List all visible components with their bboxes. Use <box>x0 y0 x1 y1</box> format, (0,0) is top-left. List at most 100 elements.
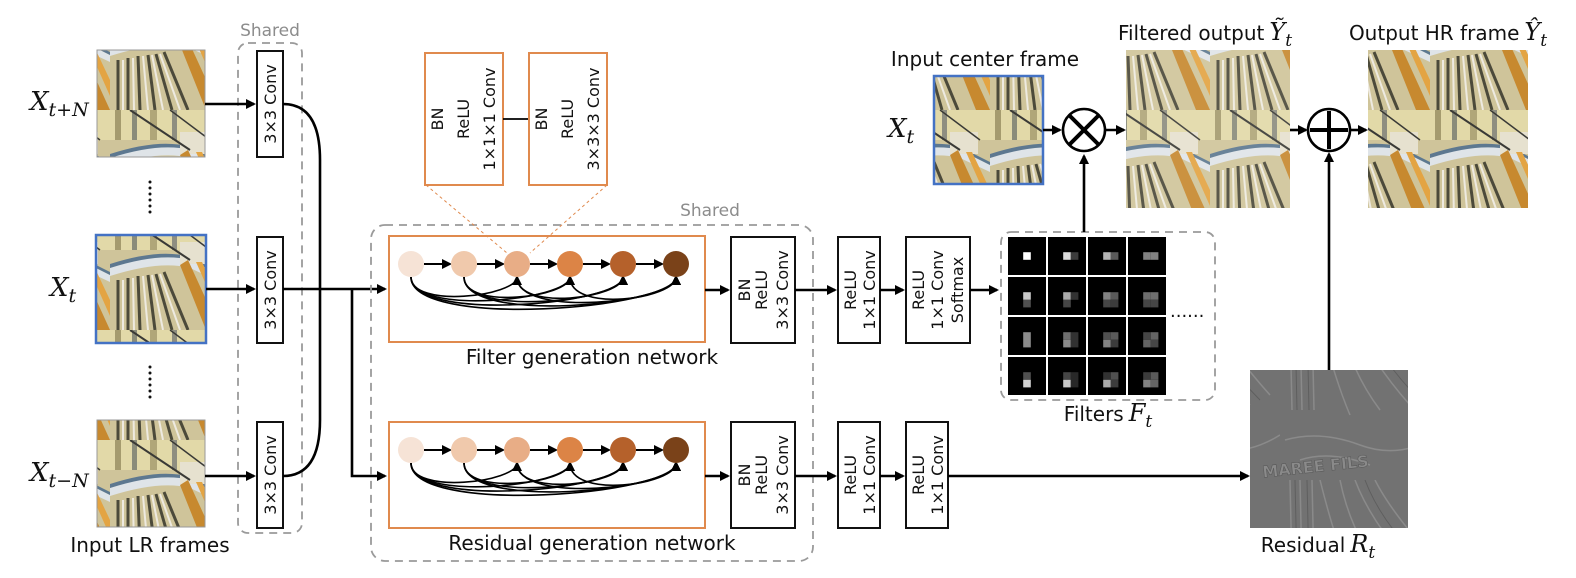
filter-weight <box>1150 372 1159 380</box>
filter-thumbnail <box>1128 277 1166 315</box>
input-frame-t-minus-n <box>96 419 206 528</box>
filter-weight <box>1143 299 1151 308</box>
residual-generation-network-label: Residual generation network <box>448 531 736 555</box>
filter-weight <box>1143 252 1151 260</box>
multiply-icon <box>1061 107 1107 153</box>
dense-node <box>398 251 424 277</box>
bn-relu-conv3x3-filter: BN ReLU 3×3 Conv <box>730 236 796 344</box>
vertical-ellipsis-top <box>148 180 152 214</box>
filter-weight <box>1150 252 1159 260</box>
residual-generation-network-box <box>388 421 706 529</box>
filter-weight <box>1023 292 1031 300</box>
input-center-frame-image <box>932 74 1045 186</box>
filter-weight <box>1143 339 1151 348</box>
filter-weight <box>1143 292 1151 300</box>
label-x-t: Xt <box>48 273 77 307</box>
svg-text:3×3 Conv: 3×3 Conv <box>261 435 280 514</box>
filter-weight <box>1103 299 1111 308</box>
filter-weight <box>1070 332 1079 348</box>
filter-weight <box>1150 299 1159 308</box>
skip-connection <box>569 461 681 486</box>
relu-conv1x1-softmax-filter-b: ReLU 1×1 Conv Softmax <box>905 236 971 344</box>
svg-text:3×3 Conv: 3×3 Conv <box>773 250 792 329</box>
filter-weight <box>1150 332 1159 340</box>
filter-weight <box>1143 332 1151 340</box>
svg-text:1×1×1 Conv: 1×1×1 Conv <box>480 67 499 170</box>
dense-node <box>663 251 689 277</box>
filter-weight <box>1063 332 1071 340</box>
filter-weight <box>1023 372 1031 380</box>
filter-weight <box>1150 379 1159 388</box>
filter-thumbnail <box>1088 317 1126 355</box>
residual-image: MAREE FILS <box>1250 370 1408 528</box>
filtered-output-image <box>1126 50 1290 208</box>
filter-weight <box>1110 372 1119 380</box>
dense-node <box>663 437 689 463</box>
detail-box-3x3x3: BN ReLU 3×3×3 Conv <box>528 52 608 186</box>
detail-box-1x1x1: BN ReLU 1×1×1 Conv <box>424 52 504 186</box>
filter-generation-network-box <box>388 235 706 343</box>
filter-weight <box>1103 252 1111 260</box>
relu-conv1x1-residual-a: ReLU 1×1 Conv <box>837 421 881 529</box>
filter-weight <box>1143 379 1151 388</box>
svg-text:ReLU: ReLU <box>752 455 771 495</box>
filters-ellipsis: ...... <box>1170 301 1204 322</box>
filter-thumbnail <box>1048 237 1086 275</box>
dense-node <box>504 251 530 277</box>
svg-text:ReLU: ReLU <box>841 270 860 310</box>
filter-weight <box>1063 372 1071 380</box>
svg-text:BN: BN <box>735 464 754 487</box>
filter-weight <box>1070 292 1079 300</box>
svg-text:ReLU: ReLU <box>558 99 577 139</box>
svg-text:3×3 Conv: 3×3 Conv <box>261 64 280 143</box>
filter-weight <box>1070 372 1079 388</box>
svg-text:1×1 Conv: 1×1 Conv <box>860 435 879 514</box>
dense-node <box>557 251 583 277</box>
arrow-to-residual-net <box>350 289 387 481</box>
skip-connection <box>569 275 681 300</box>
dense-node <box>398 437 424 463</box>
svg-text:3×3×3 Conv: 3×3×3 Conv <box>584 67 603 170</box>
svg-text:BN: BN <box>735 279 754 302</box>
svg-text:ReLU: ReLU <box>909 270 928 310</box>
svg-text:BN: BN <box>532 108 551 131</box>
filter-thumbnail <box>1128 237 1166 275</box>
svg-text:ReLU: ReLU <box>909 455 928 495</box>
filter-weight <box>1023 252 1031 260</box>
filter-weight <box>1023 332 1031 348</box>
filter-weight <box>1110 379 1119 388</box>
dense-block-filter <box>398 251 689 311</box>
filter-weight <box>1063 379 1071 388</box>
filter-weight <box>1023 299 1031 308</box>
svg-text:1×1 Conv: 1×1 Conv <box>928 435 947 514</box>
filter-thumbnail <box>1008 277 1046 315</box>
filter-thumbnail <box>1088 357 1126 395</box>
filter-weight <box>1110 339 1119 348</box>
input-frame-t-plus-n <box>96 49 206 158</box>
svg-text:3×3 Conv: 3×3 Conv <box>773 435 792 514</box>
filter-weight <box>1063 252 1071 260</box>
shared-label-mid: Shared <box>680 201 740 221</box>
svg-text:ReLU: ReLU <box>841 455 860 495</box>
filter-thumbnail <box>1128 317 1166 355</box>
filter-weight <box>1150 339 1159 348</box>
relu-conv1x1-filter-a: ReLU 1×1 Conv <box>837 236 881 344</box>
svg-text:Softmax: Softmax <box>948 257 967 323</box>
filter-weight <box>1063 339 1071 348</box>
filter-thumbnail <box>1008 237 1046 275</box>
filter-weight <box>1150 292 1159 300</box>
input-frame-t <box>94 233 208 345</box>
filter-thumbnail <box>1048 357 1086 395</box>
filters-grid <box>1008 237 1166 395</box>
dense-node <box>451 437 477 463</box>
label-x-t-minus-n: Xt−N <box>28 458 90 492</box>
filter-weight <box>1103 332 1111 340</box>
input-center-frame-label: Input center frame <box>891 47 1079 71</box>
filter-weight <box>1110 252 1119 260</box>
filter-thumbnail <box>1048 317 1086 355</box>
zoom-guide-right <box>529 184 608 254</box>
filter-generation-network-label: Filter generation network <box>466 345 719 369</box>
